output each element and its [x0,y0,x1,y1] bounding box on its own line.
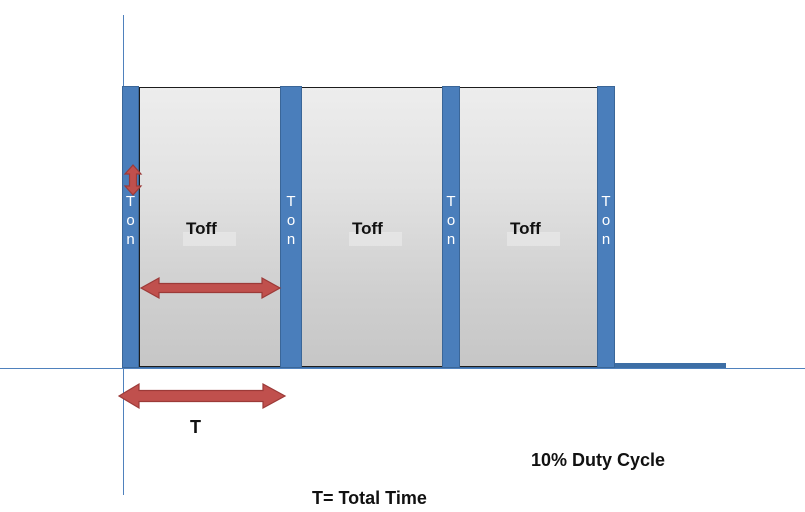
corner-artifact [769,356,805,361]
toff-label-underbox-2 [349,232,402,246]
duty-cycle-label: 10% Duty Cycle [531,450,666,470]
ton-letter-t: T [446,193,456,210]
ton-letter-t: T [601,193,611,210]
off-period-box-1 [139,87,281,367]
toff-label-underbox-1 [183,232,236,246]
ton-letter-n: n [126,231,135,248]
period-label: T [190,417,201,437]
off-period-box-2 [301,87,443,367]
ton-letter-n: n [601,231,611,248]
ton-letter-o: o [601,212,611,229]
ton-measure-arrow [116,163,150,197]
ton-letter-n: n [286,231,296,248]
ton-letter-t: T [286,193,296,210]
legend-line-total-time: T= Total Time [312,488,427,508]
ton-letter-t: T [125,193,136,210]
off-period-label-3: Toff [510,219,541,238]
horizontal-axis [0,368,805,369]
ton-letter-n: n [446,231,456,248]
off-period-label-2: Toff [352,219,383,238]
toff-label-underbox-3 [507,232,560,246]
legend-block: T= Total Time Ton= On time Toff= Off tim… [312,436,428,512]
ton-letter-o: o [286,212,296,229]
ton-letter-o: o [446,212,456,229]
off-period-label-1: Toff [186,219,217,238]
ton-letter-o: o [126,212,135,229]
